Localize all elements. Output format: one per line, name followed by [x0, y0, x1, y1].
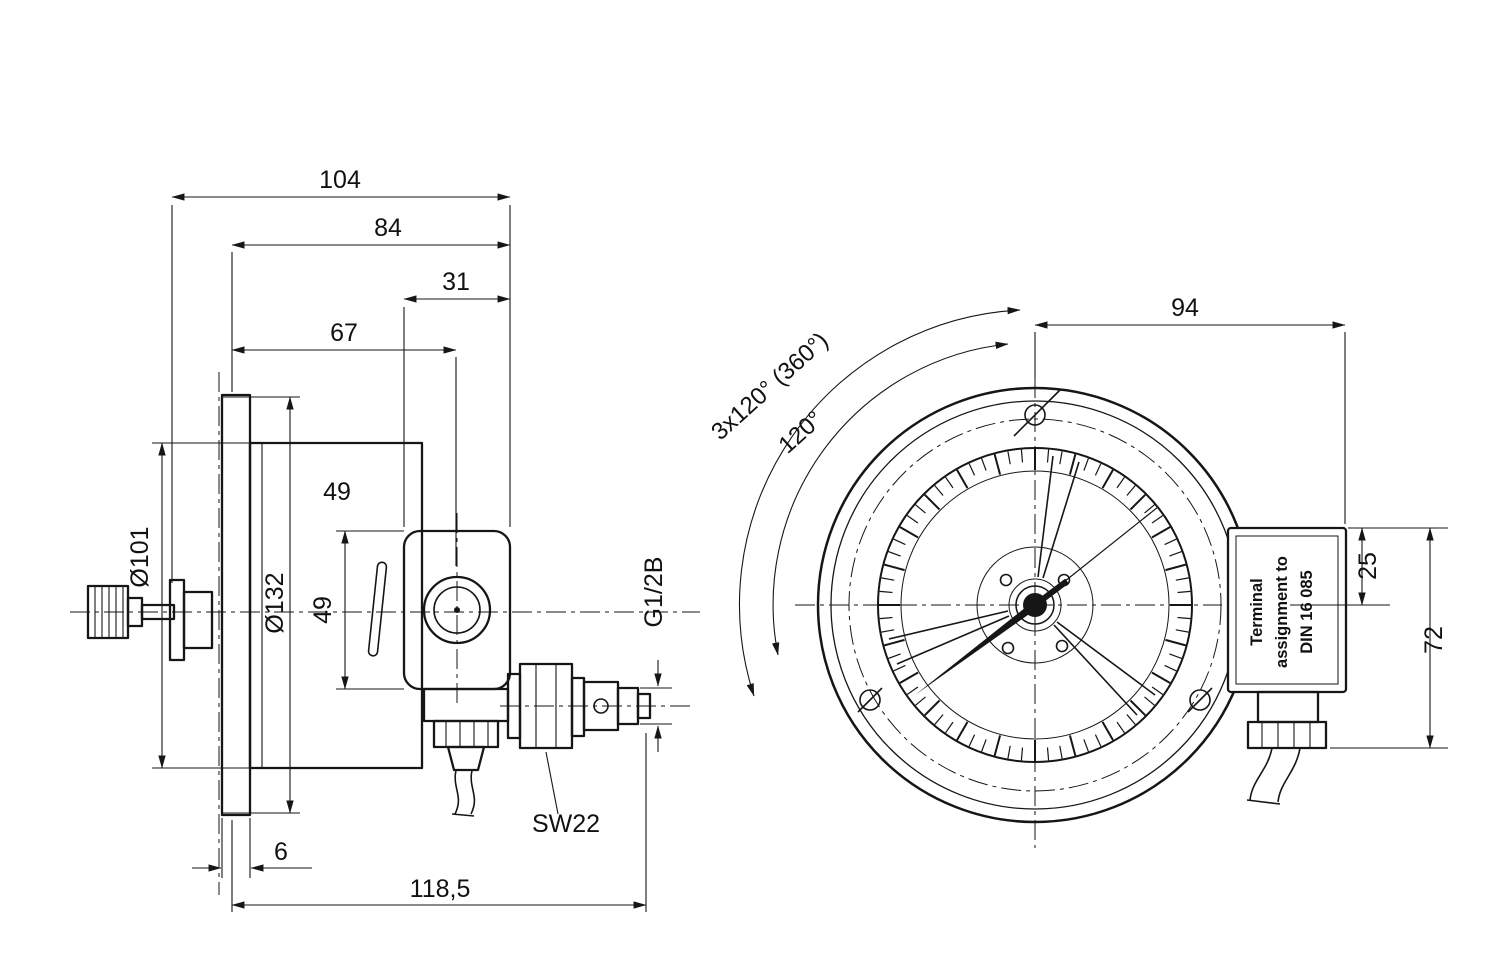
bezel-ring [220, 393, 263, 817]
terminal-cable [1249, 747, 1273, 801]
sw22-leader [545, 751, 559, 815]
front-dimension-lines [1034, 321, 1434, 749]
dim-dia101-label: Ø101 [126, 526, 154, 587]
terminal-label-line2: assignment to [1273, 556, 1291, 668]
side-dimension-lines [158, 193, 662, 909]
case-body [248, 441, 424, 770]
screw-lower-right [1189, 689, 1211, 711]
dim-118-5-label: 118,5 [410, 875, 471, 903]
dim-dia132-label: Ø132 [261, 572, 289, 633]
cable [454, 769, 460, 815]
adjustment-knob [86, 578, 214, 662]
pressure-port [506, 662, 652, 750]
cable-entry [422, 687, 510, 817]
dim-72-label: 72 [1420, 626, 1448, 654]
dim-94-label: 94 [1171, 294, 1199, 322]
pointer [915, 506, 1159, 695]
side-view-centerlines [70, 372, 700, 895]
arc-120 [771, 341, 1009, 656]
dim-6-label: 6 [274, 838, 288, 866]
terminal-label-line3: DIN 16 085 [1298, 570, 1316, 653]
dim-84-label: 84 [374, 214, 402, 242]
dim-67-label: 67 [330, 319, 358, 347]
angle-120-label: 120° [774, 406, 829, 459]
terminal-box: Terminal assignment to DIN 16 085 [1226, 526, 1348, 694]
side-view: 104 84 31 67 49 49 Ø101 Ø132 6 118,5 SW2… [70, 166, 700, 912]
dim-31-label: 31 [442, 268, 470, 296]
front-view: 3x120° (360°) 120° Terminal assignment t… [706, 294, 1448, 848]
movement-bridge [888, 455, 1156, 716]
rotation-arcs [739, 306, 1021, 697]
front-view-centerlines [795, 378, 1222, 848]
g12b-label: G1/2B [640, 557, 668, 628]
dim-25-label: 25 [1354, 552, 1382, 580]
pointer-hub [1023, 593, 1047, 617]
dim-49-top-label: 49 [323, 478, 351, 506]
screw-top [1024, 404, 1046, 426]
side-extension-lines [152, 205, 672, 912]
terminal-label-line1: Terminal [1248, 578, 1266, 646]
dim-49-side-label: 49 [309, 596, 337, 624]
dim-104-label: 104 [319, 166, 361, 194]
terminal-cable-gland [1246, 690, 1328, 805]
vent-slot [367, 561, 388, 657]
sw22-label: SW22 [532, 810, 600, 838]
